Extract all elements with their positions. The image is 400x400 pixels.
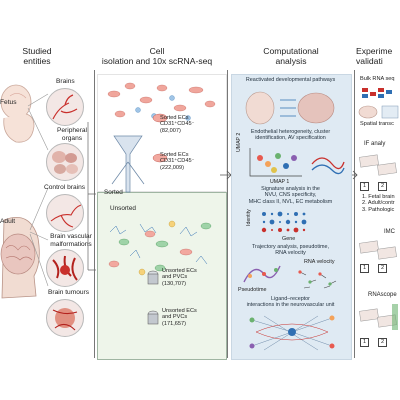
circle-brain-malformations <box>46 249 84 287</box>
adult-head-illustration <box>0 216 40 299</box>
circle-brains <box>46 88 84 126</box>
header-computational-analysis: Computational analysis <box>263 46 319 66</box>
bulk-rnaseq-icon <box>362 88 392 98</box>
rnascope-sample-2: 2 <box>378 338 387 347</box>
header-cell-isolation: Cell isolation and 10x scRNA-seq <box>101 46 213 66</box>
imc-sample-2: 2 <box>378 264 387 273</box>
adult-label: Adult <box>0 218 16 225</box>
unsorted-adult-count: Unsorted ECs and PVCs (171,657) <box>162 308 197 327</box>
fetus-label: Fetus <box>0 99 17 106</box>
header-experimental-validation: Experime validati <box>356 46 393 66</box>
spatial-transcriptomics-icon <box>358 105 399 119</box>
validation-imc: IMC <box>384 229 395 235</box>
facs-sorter-icon <box>111 135 145 193</box>
ligand-receptor-network <box>249 315 335 351</box>
imc-sample-1: 1 <box>360 264 369 273</box>
if-sample-2: 2 <box>378 182 387 191</box>
analysis-trajectory: Trajectory analysis, pseudotime, RNA vel… <box>251 244 330 257</box>
identity-axis-label: Identity <box>246 209 252 226</box>
unsorted-sample-icons <box>147 270 159 325</box>
analysis-signature: Signature analysis in the NVU, CNS speci… <box>248 186 333 205</box>
validation-rnascope: RNAscope <box>368 292 397 298</box>
imc-slides <box>359 240 397 260</box>
label-brain-vascular-malformations: Brain vascular malformations <box>50 233 92 248</box>
sorted-cells-illustration <box>107 82 216 121</box>
unsorted-cells-illustration <box>108 220 212 276</box>
rna-velocity-label: RNA velocity <box>304 259 335 265</box>
dotplot-heatmap <box>261 211 307 233</box>
isolation-arrows <box>87 122 96 271</box>
developmental-pathways-illustration <box>245 91 335 125</box>
entity-connectors <box>27 93 49 287</box>
umap-y-label: UMAP 2 <box>236 132 242 152</box>
circle-brain-tumours <box>46 299 84 337</box>
label-control-brains: Control brains <box>44 184 86 191</box>
circle-peripheral-organs <box>46 143 84 181</box>
validation-spatial-transcriptomics: Spatial transc <box>360 121 394 127</box>
column-divider <box>354 70 355 358</box>
header-studied-entities: Studied entities <box>22 46 52 66</box>
sorted-ec-icons <box>152 113 168 163</box>
column-divider <box>227 70 228 358</box>
if-analysis-slides <box>359 154 397 176</box>
label-brains: Brains <box>56 78 75 85</box>
sorted-label: Sorted <box>104 189 123 196</box>
rnascope-slides <box>359 304 398 330</box>
fetus-illustration <box>0 84 35 143</box>
circle-control-brains <box>46 194 84 232</box>
if-sample-1: 1 <box>360 182 369 191</box>
unsorted-label: Unsorted <box>110 205 136 212</box>
rnascope-sample-1: 1 <box>360 338 369 347</box>
analysis-panel <box>231 74 352 360</box>
umap-plot <box>249 148 302 177</box>
analysis-ligand-receptor: Ligand–receptor interactions in the neur… <box>246 296 335 309</box>
column-divider <box>94 70 95 358</box>
sorted-ecs-fetal-count: Sorted ECs CD31⁺CD45⁻ (82,007) <box>160 115 195 134</box>
av-specification-icon <box>311 157 345 175</box>
pseudotime-plot <box>243 265 281 283</box>
label-peripheral-organs: Peripheral organs <box>56 127 88 142</box>
label-brain-tumours: Brain tumours <box>48 289 90 296</box>
validation-bulk-rnaseq: Bulk RNA seq <box>360 76 395 82</box>
gene-axis-label: Gene <box>282 236 296 242</box>
rna-velocity-plot <box>298 270 337 289</box>
validation-sample-legend: 1. Fetal brain 2. Adult/contr 3. Patholo… <box>362 194 395 213</box>
validation-if-analysis: IF analy <box>364 141 386 147</box>
umap-x-label: UMAP 1 <box>270 179 290 185</box>
pseudotime-label: Pseudotime <box>238 287 267 293</box>
unsorted-fetal-count: Unsorted ECs and PVCs (130,707) <box>162 268 197 287</box>
unsorted-region <box>97 192 227 360</box>
analysis-reactivated-pathways: Reactivated developmental pathways <box>245 77 336 83</box>
sorted-ecs-adult-count: Sorted ECs CD31⁺CD45⁻ (222,009) <box>160 152 195 171</box>
analysis-heterogeneity: Endothelial heterogeneity, cluster ident… <box>250 129 331 142</box>
